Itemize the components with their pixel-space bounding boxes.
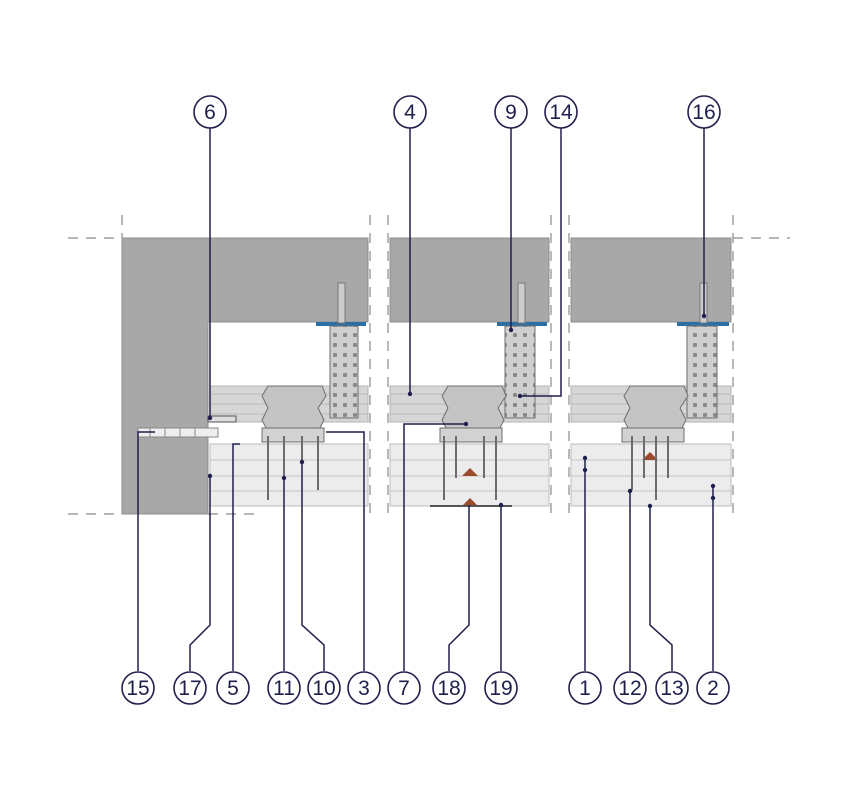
callout-number: 5 [227,677,239,700]
callout-1: 1 [568,671,602,705]
main-profile [261,385,327,433]
callout-18: 18 [432,671,466,705]
callout-number: 18 [437,677,460,700]
callout-5: 5 [216,671,250,705]
callout-3: 3 [347,671,381,705]
callout-number: 4 [404,101,416,124]
callout-number: 1 [579,677,591,700]
callout-circle [696,671,730,705]
callout-circle [193,95,227,129]
callout-number: 6 [204,101,216,124]
callout-circle [544,95,578,129]
callout-number: 10 [312,677,335,700]
callout-circle [687,95,721,129]
callout-circle [494,95,528,129]
screws-left [267,436,319,500]
callout-circle [484,671,518,705]
callout-7: 7 [387,671,421,705]
callout-number: 2 [707,677,719,700]
callout-circle [267,671,301,705]
callout-circle [216,671,250,705]
callout-16: 16 [687,95,721,129]
anchor-bolt [337,282,346,324]
callout-14: 14 [544,95,578,129]
callout-number: 17 [178,677,201,700]
section-left [137,282,369,507]
gypsum-board-layers [209,443,369,507]
leader-dots [207,313,716,509]
leader-lines [137,128,714,671]
callout-11: 11 [267,671,301,705]
callout-15: 15 [121,671,155,705]
callout-12: 12 [613,671,647,705]
section-right [570,282,732,507]
callout-2: 2 [696,671,730,705]
callout-circle [568,671,602,705]
callout-number: 15 [126,677,149,700]
callout-4: 4 [393,95,427,129]
callout-number: 19 [489,677,512,700]
joint-filler-upper [462,468,478,476]
callout-number: 14 [549,101,573,124]
callout-circle [613,671,647,705]
ud-profile [261,427,325,443]
callout-9: 9 [494,95,528,129]
callout-circle [432,671,466,705]
callout-circle [387,671,421,705]
callout-circle [393,95,427,129]
callout-number: 3 [358,677,370,700]
callout-number: 12 [618,677,641,700]
slab-and-wall [121,237,369,515]
break-lines [68,215,790,520]
callout-number: 9 [505,101,517,124]
callout-circle [347,671,381,705]
callouts: 15 17 5 11 10 3 7 18 19 1 12 13 2 6 4 9 14 16 [121,95,730,705]
callout-circle [307,671,341,705]
callout-number: 11 [273,677,295,700]
callout-6: 6 [193,95,227,129]
callout-circle [173,671,207,705]
callout-19: 19 [484,671,518,705]
joint-filler-lower [462,498,478,506]
callout-13: 13 [655,671,689,705]
anchor-plate [316,322,366,326]
callout-10: 10 [307,671,341,705]
section-middle [389,282,550,507]
callout-number: 7 [398,677,410,700]
callout-circle [655,671,689,705]
callout-number: 16 [692,101,715,124]
callout-17: 17 [173,671,207,705]
perforated-hanger [329,325,359,419]
callout-circle [121,671,155,705]
callout-number: 13 [660,677,683,700]
wall-connection-angle [207,415,237,423]
